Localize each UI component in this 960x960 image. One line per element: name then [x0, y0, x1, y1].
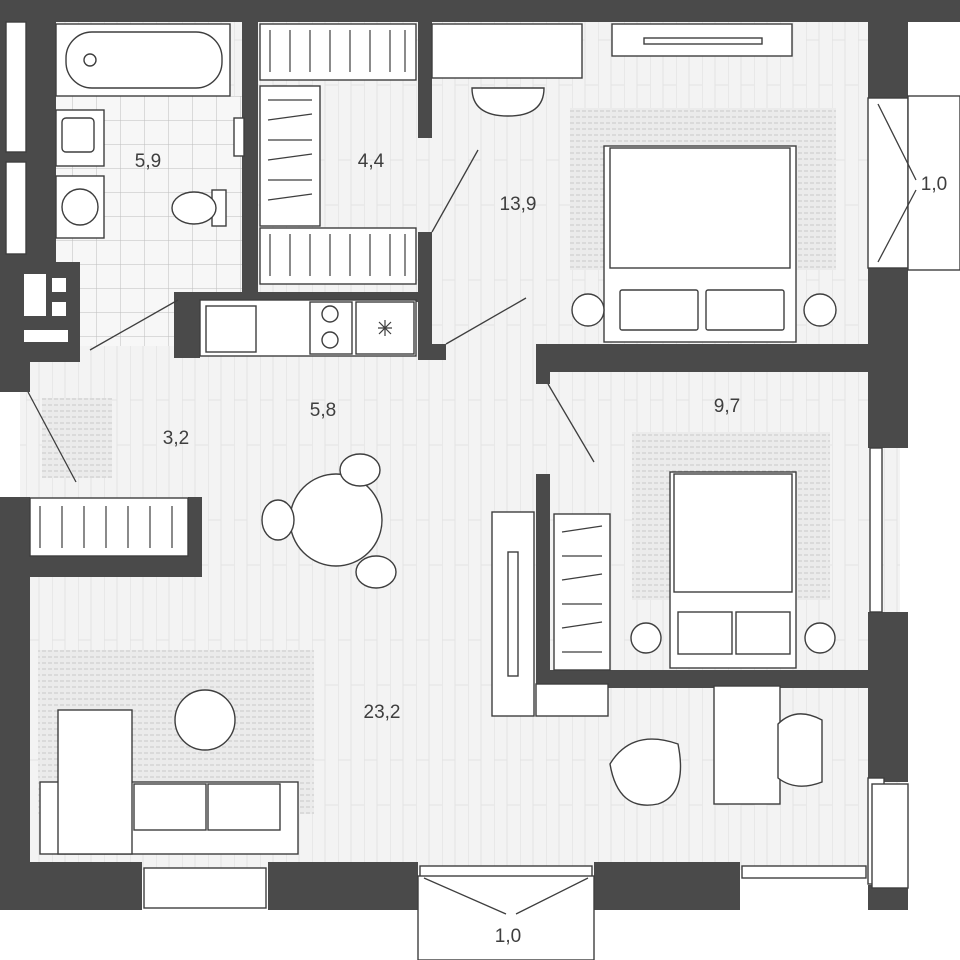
area-bedroom-main: 13,9	[500, 194, 537, 215]
small-bedroom-window	[869, 447, 883, 613]
study-window	[867, 777, 909, 889]
kitchen-counter	[199, 299, 417, 357]
tv-unit	[611, 23, 793, 57]
sofa	[39, 709, 299, 855]
small-bedroom-door	[547, 383, 595, 463]
towel-rail	[233, 117, 245, 157]
hall-mat	[42, 398, 112, 478]
bottom-balcony	[417, 875, 595, 960]
area-hall: 3,2	[163, 428, 189, 449]
study-desk	[713, 685, 781, 805]
balcony-bottom-door	[143, 865, 867, 909]
area-living-room: 23,2	[364, 702, 401, 723]
double-bed-small	[630, 471, 836, 669]
area-bedroom-small: 9,7	[714, 396, 740, 417]
double-bed-main	[571, 145, 837, 343]
hall-wardrobe	[29, 497, 189, 557]
wardrobe-door	[431, 149, 479, 233]
desk-chair	[471, 87, 545, 117]
desk-shelf	[431, 23, 583, 79]
area-wardrobe: 4,4	[358, 151, 385, 172]
bathroom-door	[89, 299, 179, 351]
wardrobe-shelves	[259, 23, 417, 285]
washing-machine	[55, 175, 105, 239]
dining-table	[261, 453, 397, 589]
tv-stand	[491, 511, 535, 717]
area-kitchen: 5,8	[310, 400, 336, 421]
right-balcony	[867, 95, 960, 271]
small-bedroom-wardrobe	[535, 513, 611, 717]
bedroom-door	[445, 297, 527, 345]
vent-blocks	[24, 274, 68, 342]
left-window	[5, 21, 27, 255]
area-balcony-right: 1,0	[921, 174, 947, 195]
bathtub	[55, 23, 231, 97]
toilet	[171, 189, 227, 227]
coffee-table	[174, 689, 236, 751]
entrance-door	[27, 391, 77, 483]
area-bathroom: 5,9	[135, 151, 161, 172]
armchair	[609, 738, 682, 806]
area-balcony-bottom: 1,0	[495, 926, 521, 947]
sink	[55, 109, 105, 167]
study-chair	[777, 713, 823, 787]
